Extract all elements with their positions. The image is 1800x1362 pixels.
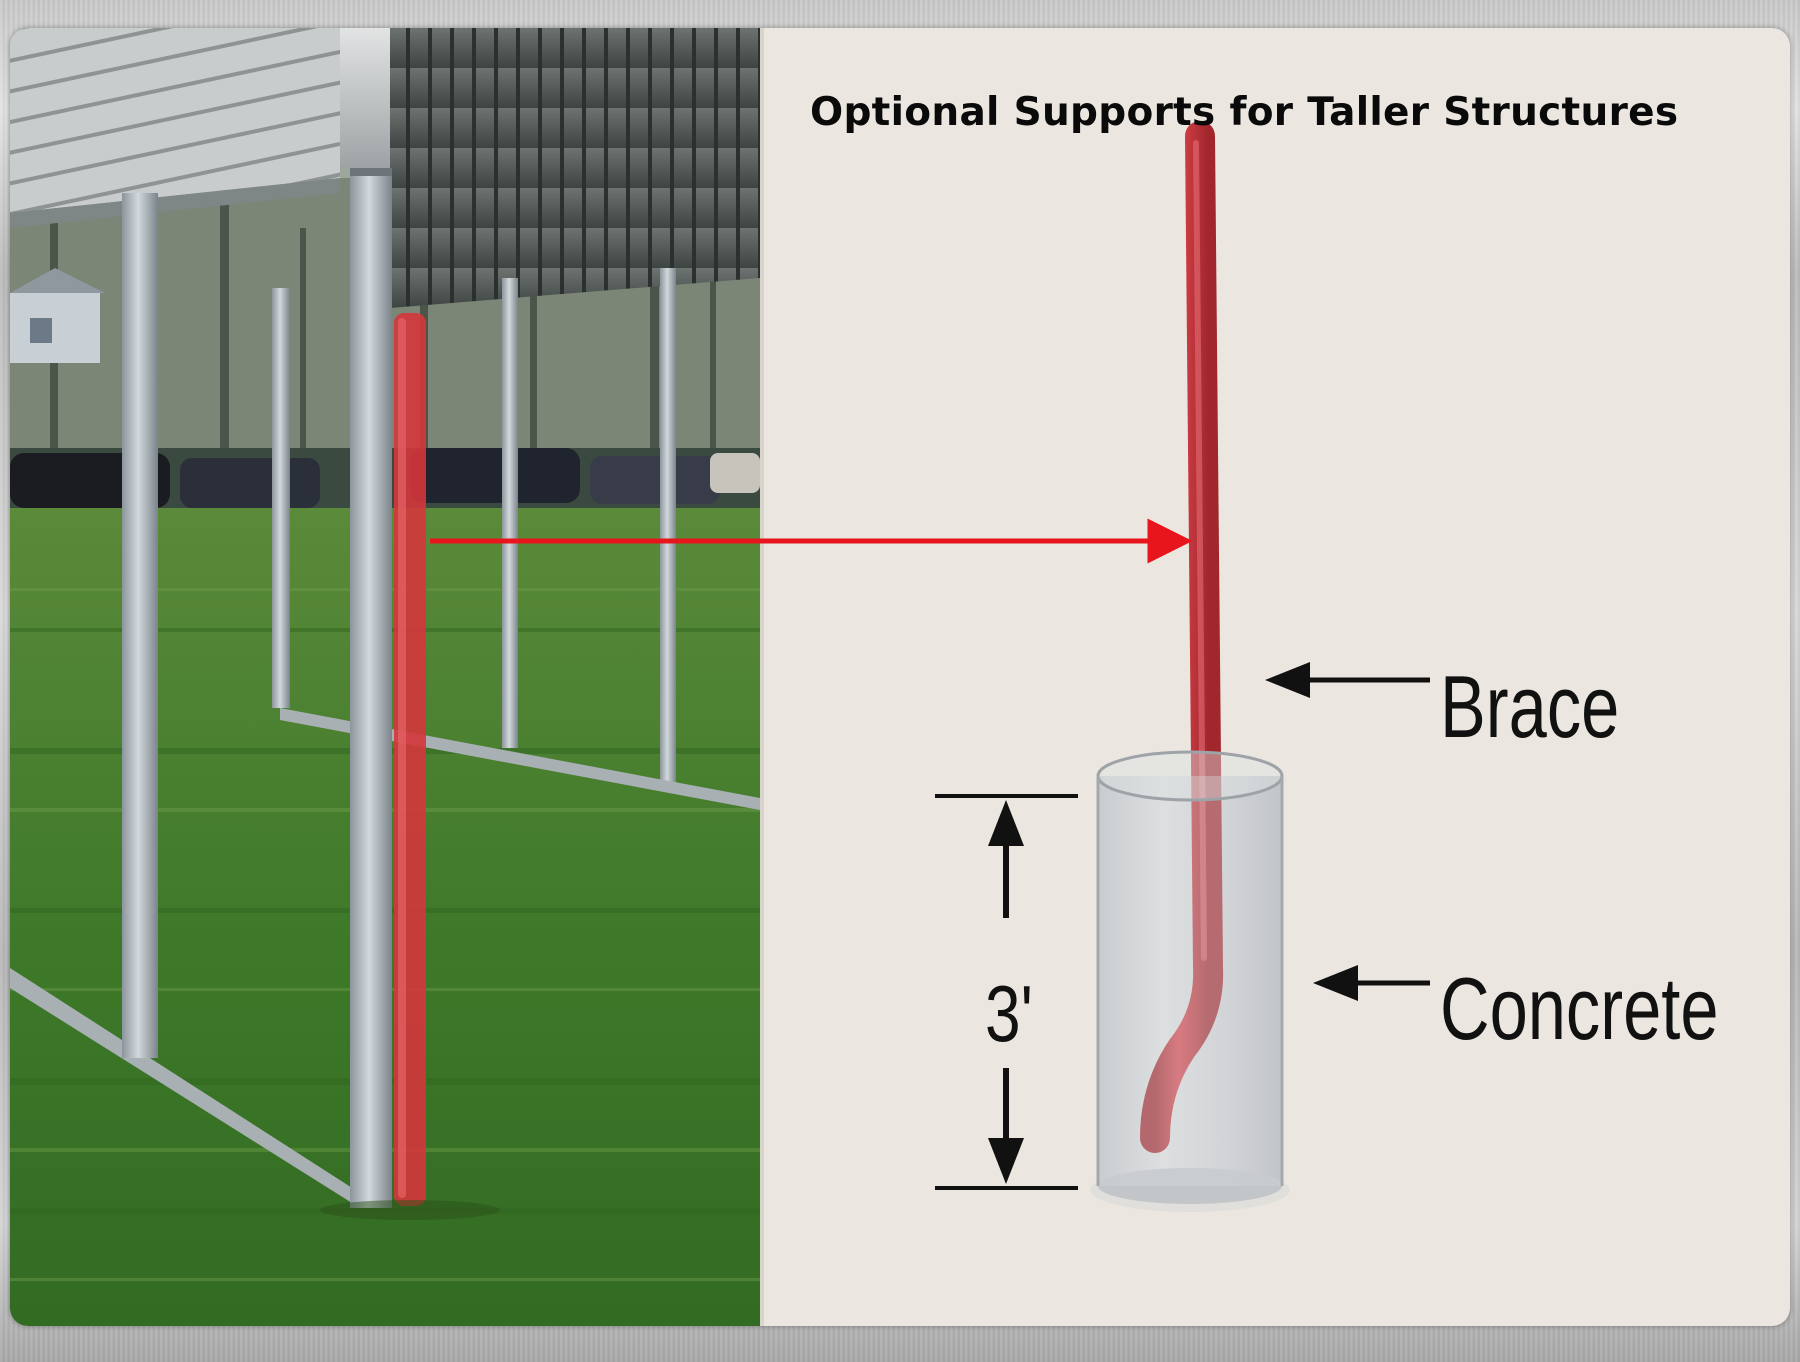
- concrete-label-arrow: [1313, 965, 1430, 1001]
- depth-label: 3': [985, 969, 1033, 1058]
- panel-divider: [760, 28, 764, 1326]
- back-posts: [272, 268, 676, 788]
- carport-trim: [10, 28, 340, 213]
- depth-dimension: [935, 794, 1078, 1190]
- concrete-footing: [1090, 776, 1290, 1212]
- concrete-footing-front: [1096, 750, 1284, 1186]
- carport-roof: [390, 28, 760, 308]
- left-post: [122, 193, 158, 1058]
- diagram-title: Optional Supports for Taller Structures: [810, 90, 1679, 135]
- side-base-rail: [10, 968, 360, 1208]
- brace-diagram: [430, 28, 1430, 1326]
- main-post: [350, 168, 392, 1208]
- diagram-panel: Optional Supports for Taller Structures …: [10, 28, 1790, 1326]
- distant-house: [10, 268, 105, 363]
- brace-label: Brace: [1440, 657, 1620, 756]
- brace-rod: [1140, 121, 1224, 1153]
- concrete-label: Concrete: [1440, 959, 1719, 1058]
- brace-label-arrow: [1265, 662, 1430, 698]
- carport-photo: [10, 28, 760, 1326]
